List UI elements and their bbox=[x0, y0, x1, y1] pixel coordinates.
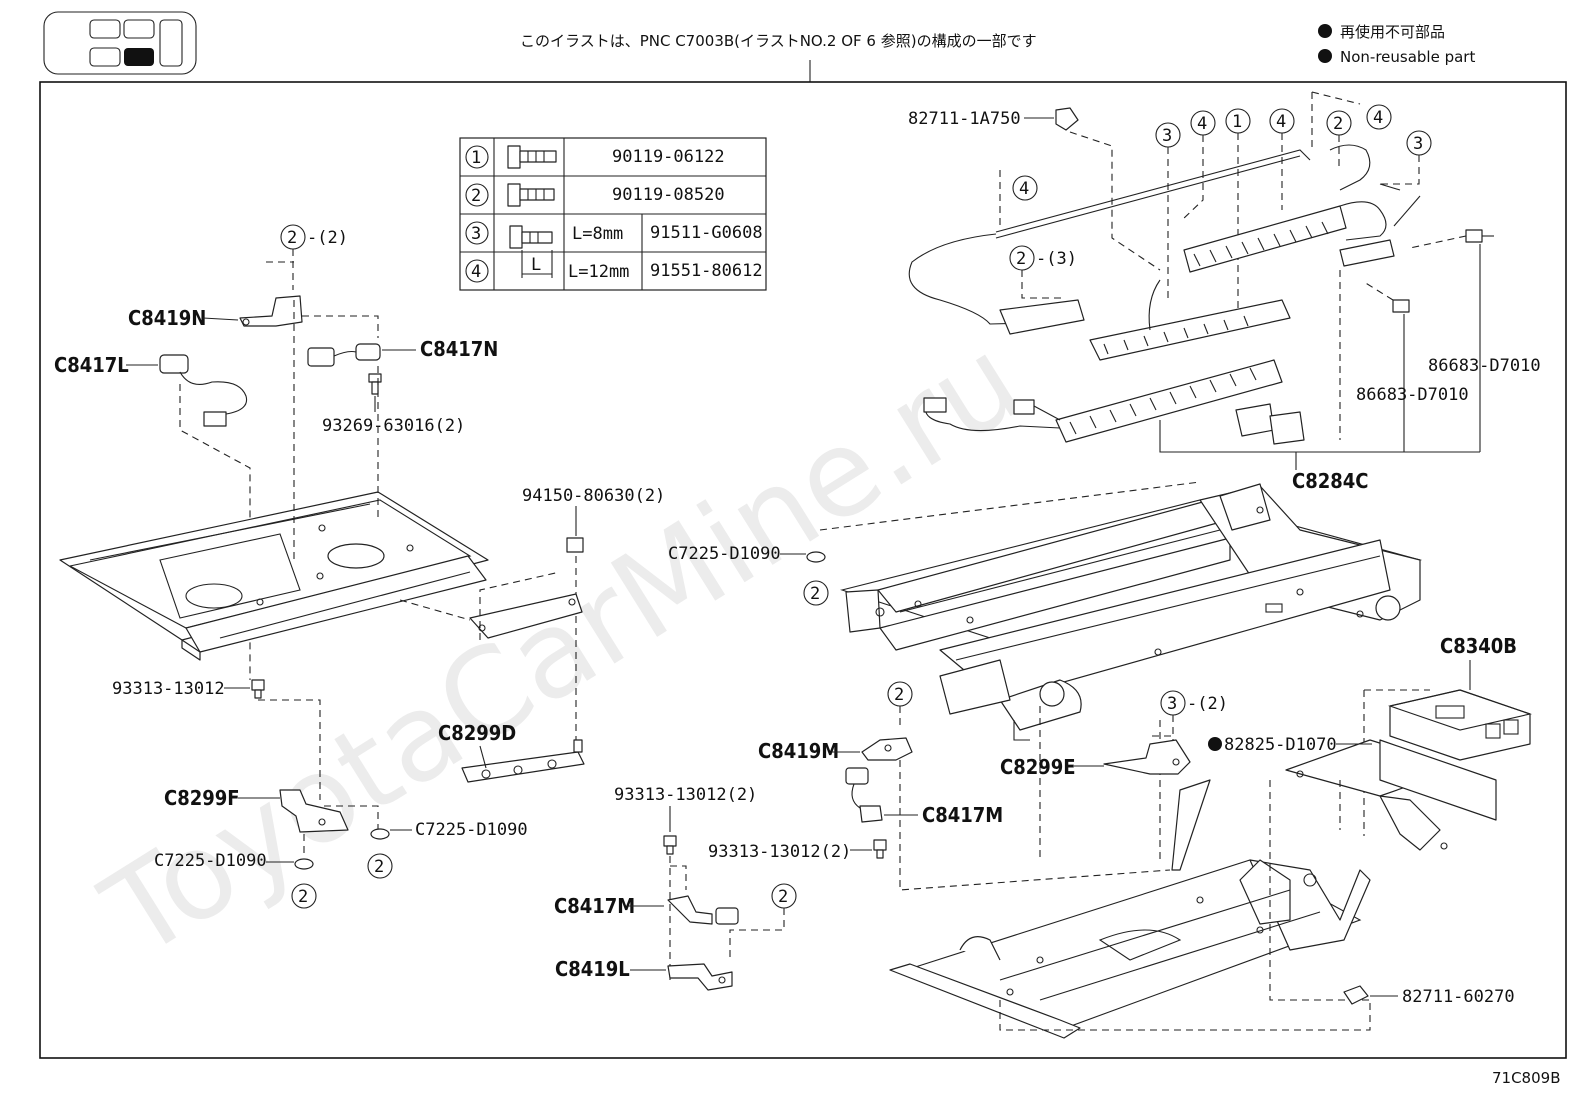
label-93313-c[interactable]: 93313-13012(2) bbox=[708, 842, 851, 862]
label-93313-a[interactable]: 93313-13012 bbox=[112, 679, 225, 699]
label-c8299f[interactable]: C8299F bbox=[164, 786, 240, 810]
c8299e-bracket bbox=[1103, 739, 1191, 775]
label-93269[interactable]: 93269-63016(2) bbox=[322, 416, 465, 436]
callout-bolt-2[interactable]: 2 bbox=[298, 887, 308, 907]
seat-base-frame bbox=[889, 779, 1371, 1039]
clip-82711-b bbox=[1343, 985, 1369, 1005]
c8284c-wire-harness bbox=[908, 144, 1421, 445]
callout-2[interactable]: 2 bbox=[1333, 114, 1343, 134]
label-86683-a[interactable]: 86683-D7010 bbox=[1428, 356, 1541, 376]
label-c8417l[interactable]: C8417L bbox=[54, 353, 129, 377]
bolt-part-number[interactable]: 91551-80612 bbox=[650, 261, 763, 281]
callout-4[interactable]: 4 bbox=[1197, 114, 1207, 134]
bolt-row-num: 2 bbox=[471, 186, 481, 206]
label-c8419n[interactable]: C8419N bbox=[128, 306, 206, 330]
bolt-part-number[interactable]: 91511-G0608 bbox=[650, 223, 763, 243]
c8417l-harness bbox=[159, 354, 248, 427]
label-c8419l[interactable]: C8419L bbox=[555, 957, 630, 981]
c8417m-sensor-b bbox=[845, 767, 883, 823]
bolt-row-num: 3 bbox=[471, 224, 481, 244]
label-c8417n[interactable]: C8417N bbox=[420, 337, 498, 361]
label-93313-b[interactable]: 93313-13012(2) bbox=[614, 785, 757, 805]
callout-bolt-3[interactable]: 3 bbox=[1167, 694, 1177, 714]
label-c7225-b[interactable]: C7225-D1090 bbox=[154, 851, 267, 871]
bolt-table: 1 2 3 4 L L=8mm L=12mm 90119-06122 90119… bbox=[459, 137, 767, 291]
label-94150[interactable]: 94150-80630(2) bbox=[522, 486, 665, 506]
label-86683-b[interactable]: 86683-D7010 bbox=[1356, 385, 1469, 405]
footer-code: 71C809B bbox=[1492, 1069, 1560, 1087]
bolt-row-num: 4 bbox=[471, 262, 481, 282]
diagram-frame bbox=[39, 81, 1567, 1059]
minimap-icon[interactable] bbox=[43, 11, 197, 75]
bolt-93313-c bbox=[873, 839, 887, 859]
c8417m-sensor bbox=[667, 895, 739, 925]
label-c8340b[interactable]: C8340B bbox=[1440, 634, 1517, 658]
label-c8419m[interactable]: C8419M bbox=[758, 739, 839, 763]
bolt-length-spec: L=8mm bbox=[572, 224, 623, 244]
legend-en: Non-reusable part bbox=[1340, 48, 1475, 66]
label-82711-a[interactable]: 82711-1A750 bbox=[908, 109, 1021, 129]
label-c8417m-a[interactable]: C8417M bbox=[554, 894, 635, 918]
dimension-l-label: L bbox=[531, 255, 541, 275]
nut-94150 bbox=[566, 537, 584, 553]
c8299d-bracket bbox=[461, 739, 585, 783]
label-c8417m-b[interactable]: C8417M bbox=[922, 803, 1003, 827]
connector-86683-a bbox=[1465, 229, 1494, 243]
label-82711-b[interactable]: 82711-60270 bbox=[1402, 987, 1515, 1007]
label-c8299e[interactable]: C8299E bbox=[1000, 755, 1076, 779]
callout-1[interactable]: 1 bbox=[1232, 112, 1242, 132]
bolt-93313 bbox=[251, 679, 265, 699]
bolt-part-number[interactable]: 90119-08520 bbox=[612, 185, 725, 205]
label-c8299d[interactable]: C8299D bbox=[438, 721, 516, 745]
connector-86683-b bbox=[1392, 299, 1410, 313]
screw-93269 bbox=[368, 373, 382, 395]
callout-bolt-2[interactable]: 2 bbox=[778, 887, 788, 907]
callout-qty: -(3) bbox=[1036, 249, 1077, 269]
bolt-93313-b bbox=[663, 835, 677, 855]
clip-82711-a bbox=[1055, 107, 1079, 131]
header-note: このイラストは、PNC C7003B(イラストNO.2 OF 6 参照)の構成の… bbox=[520, 32, 1037, 50]
washer bbox=[370, 828, 390, 840]
bolt-length-spec: L=12mm bbox=[568, 262, 629, 282]
bolt-row-num: 1 bbox=[471, 148, 481, 168]
callout-qty: -(2) bbox=[307, 228, 348, 248]
label-c7225-c[interactable]: C7225-D1090 bbox=[668, 544, 781, 564]
callout-bolt-2[interactable]: 2 bbox=[810, 584, 820, 604]
callout-4[interactable]: 4 bbox=[1019, 179, 1029, 199]
callout-bolt-2[interactable]: 2 bbox=[374, 857, 384, 877]
callout-4[interactable]: 4 bbox=[1373, 108, 1383, 128]
callout-qty: -(2) bbox=[1187, 694, 1228, 714]
ecu-bracket-82825 bbox=[1285, 739, 1497, 851]
non-reusable-dot-icon bbox=[1318, 24, 1332, 38]
non-reusable-dot-icon bbox=[1208, 737, 1222, 751]
label-c8284c[interactable]: C8284C bbox=[1292, 469, 1368, 493]
seat-cushion-frame bbox=[840, 483, 1423, 741]
washer bbox=[806, 551, 826, 563]
callout-4[interactable]: 4 bbox=[1276, 112, 1286, 132]
c8419n-bracket bbox=[239, 295, 303, 327]
flange-bolt-length-icon: L bbox=[509, 225, 553, 278]
callout-3[interactable]: 3 bbox=[1413, 134, 1423, 154]
callout-bolt-2[interactable]: 2 bbox=[287, 228, 297, 248]
washer bbox=[294, 858, 314, 870]
c8419m-bracket bbox=[861, 737, 913, 761]
non-reusable-dot-icon bbox=[1318, 49, 1332, 63]
bolt-part-number[interactable]: 90119-06122 bbox=[612, 147, 725, 167]
callout-3[interactable]: 3 bbox=[1162, 126, 1172, 146]
hex-bolt-icon bbox=[507, 183, 555, 207]
legend-jp: 再使用不可部品 bbox=[1340, 23, 1445, 41]
flange-bolt-icon bbox=[507, 145, 557, 169]
callout-bolt-2[interactable]: 2 bbox=[894, 685, 904, 705]
mount-bracket bbox=[469, 593, 583, 639]
c8417n-sensor bbox=[307, 343, 381, 367]
label-c7225-a[interactable]: C7225-D1090 bbox=[415, 820, 528, 840]
c8299f-bracket bbox=[279, 789, 349, 833]
callout-bolt-2[interactable]: 2 bbox=[1016, 249, 1026, 269]
label-82825[interactable]: 82825-D1070 bbox=[1224, 735, 1337, 755]
seat-track-rail bbox=[59, 491, 489, 661]
c8419l-bracket bbox=[667, 963, 733, 991]
c8340b-ecu bbox=[1387, 689, 1533, 761]
